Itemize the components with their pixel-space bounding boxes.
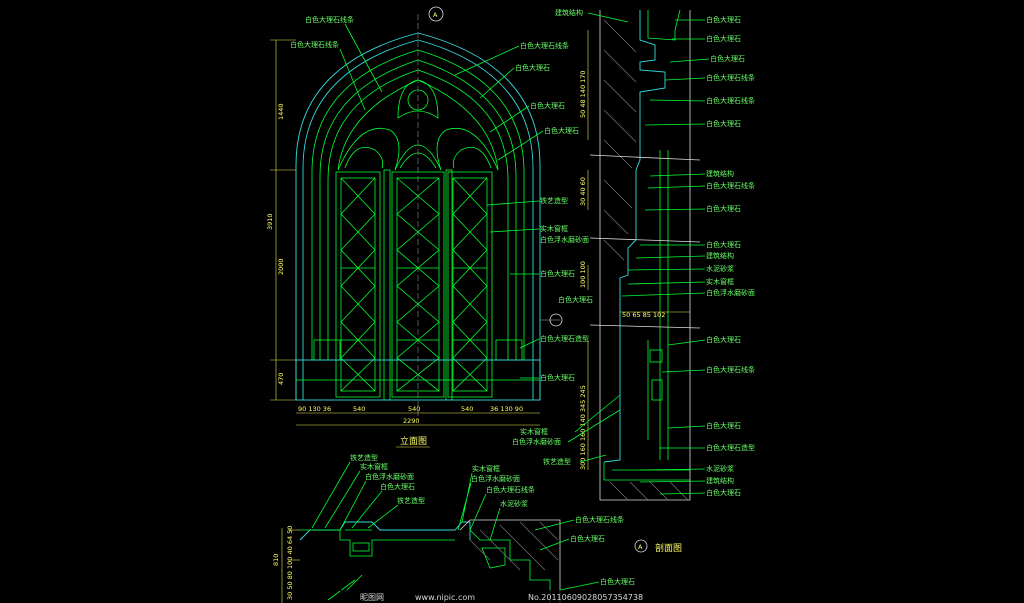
plan-label-5: 铁艺造型 — [397, 496, 425, 505]
sec-label-15: 白色浮水磨砂面 — [706, 288, 755, 297]
plan-view: 810 30 50 80 100 40 64 50 铁艺造型 实木窗框 白色浮水… — [272, 453, 635, 603]
sec-dim-mid2: 100 100 — [579, 261, 587, 288]
plan-label-8: 白色大理石线条 — [486, 485, 535, 494]
sec-label-11: 白色大理石 — [706, 240, 741, 249]
plan-label-1: 铁艺造型 — [350, 453, 378, 462]
sec-label-8: 建筑结构 — [706, 169, 734, 178]
elev-label-13: 白色大理石 — [540, 373, 575, 382]
dim-3910: 3910 — [266, 213, 274, 230]
plan-label-3: 白色浮水磨砂面 — [365, 472, 414, 481]
plan-labels: 铁艺造型 实木窗框 白色浮水磨砂面 白色大理石 铁艺造型 实木窗框 白色浮水磨砂… — [311, 453, 635, 591]
sec-label-4: 白色大理石 — [710, 54, 745, 63]
plan-label-6: 实木窗框 — [472, 464, 500, 473]
elevation-view: A 1440 3910 2000 470 90 130 36 540 540 5… — [266, 6, 593, 448]
elevation-labels: 白色大理石线条 白色大理石线条 白色大理石线条 白色大理石 白色大理石 白色大理… — [290, 15, 593, 382]
dim-right-small: 36 130 90 — [490, 405, 523, 413]
sec-label-25: 白色大理石 — [706, 488, 741, 497]
sec-label-14: 实木窗框 — [706, 277, 734, 286]
elevation-title: 立面图 — [400, 435, 427, 447]
sec-label-9: 白色大理石线条 — [706, 181, 755, 190]
sec-dim-top: 50 48 140 170 — [579, 70, 587, 118]
section-view: 50 48 140 170 30 40 60 100 100 300 160 1… — [512, 8, 755, 554]
sec-label-3: 白色大理石 — [706, 34, 741, 43]
sec-dim-bot: 300 160 160 140 345 245 — [579, 385, 587, 470]
elev-label-8: 实木窗框 — [540, 224, 568, 233]
plan-label-4: 白色大理石 — [380, 482, 415, 491]
dim-2000: 2000 — [277, 258, 285, 275]
sec-label-22: 白色大理石造型 — [706, 443, 755, 452]
section-mark: A — [638, 543, 643, 551]
dim-540-c: 540 — [461, 405, 473, 413]
sec-dim-mid: 30 40 60 — [579, 177, 587, 206]
dim-2290: 2290 — [403, 417, 420, 425]
sec-label-24: 建筑结构 — [706, 476, 734, 485]
section-title: 剖面图 — [655, 542, 682, 554]
elev-label-4: 白色大理石 — [515, 63, 550, 72]
sec-label-6: 白色大理石线条 — [706, 96, 755, 105]
sec-label-20: 铁艺造型 — [543, 457, 571, 466]
watermark-url: www.nipic.com — [415, 593, 475, 602]
sec-label-18: 实木窗框 — [520, 427, 548, 436]
dim-1440: 1440 — [277, 103, 285, 120]
plan-label-10: 白色大理石线条 — [575, 515, 624, 524]
dim-540-b: 540 — [408, 405, 420, 413]
sec-label-10: 白色大理石 — [706, 204, 741, 213]
plan-label-12: 白色大理石 — [600, 577, 635, 586]
elev-label-6: 白色大理石 — [544, 126, 579, 135]
watermark-site: 昵图网 — [360, 593, 384, 602]
elev-label-12: 白色大理石造型 — [540, 334, 589, 343]
sec-label-1: 建筑结构 — [555, 8, 583, 17]
sec-label-12: 建筑结构 — [706, 251, 734, 260]
sec-label-5: 白色大理石线条 — [706, 73, 755, 82]
sec-label-13: 水泥砂浆 — [706, 264, 734, 273]
elev-label-1: 白色大理石线条 — [305, 15, 354, 24]
elev-label-3: 白色大理石线条 — [520, 41, 569, 50]
elev-label-11: 白色大理石 — [558, 295, 593, 304]
watermark: 昵图网 www.nipic.com No.2011060902805735473… — [340, 590, 1024, 603]
elev-label-5: 白色大理石 — [530, 101, 565, 110]
plan-dim-810: 810 — [272, 554, 280, 566]
plan-label-9: 水泥砂浆 — [500, 499, 528, 508]
sec-dim-lower: 50 65 85 102 — [622, 311, 665, 319]
elev-label-2: 白色大理石线条 — [290, 40, 339, 49]
plan-label-11: 白色大理石 — [570, 534, 605, 543]
sec-label-19: 白色浮水磨砂面 — [512, 437, 561, 446]
plan-label-2: 实木窗框 — [360, 462, 388, 471]
dim-540-a: 540 — [353, 405, 365, 413]
sec-label-21: 白色大理石 — [706, 421, 741, 430]
plan-dim-left: 30 50 80 100 40 64 50 — [286, 526, 294, 600]
sec-label-16: 白色大理石 — [706, 335, 741, 344]
sec-label-2: 白色大理石 — [706, 15, 741, 24]
sec-label-23: 水泥砂浆 — [706, 464, 734, 473]
elev-label-10: 白色大理石 — [540, 269, 575, 278]
elev-label-9: 白色浮水磨砂面 — [540, 235, 589, 244]
section-hatching — [603, 19, 689, 501]
axis-mark: A — [433, 11, 438, 19]
dim-left-small: 90 130 36 — [298, 405, 331, 413]
elev-label-7: 铁艺造型 — [540, 196, 568, 205]
sec-label-17: 白色大理石线条 — [706, 365, 755, 374]
watermark-id: No.20110609028057354738 — [528, 593, 643, 602]
section-labels: 建筑结构 白色大理石 白色大理石 白色大理石 白色大理石线条 白色大理石线条 白… — [512, 8, 755, 497]
dim-470: 470 — [277, 373, 285, 385]
sec-label-7: 白色大理石 — [706, 119, 741, 128]
plan-label-7: 白色浮水磨砂面 — [471, 474, 520, 483]
